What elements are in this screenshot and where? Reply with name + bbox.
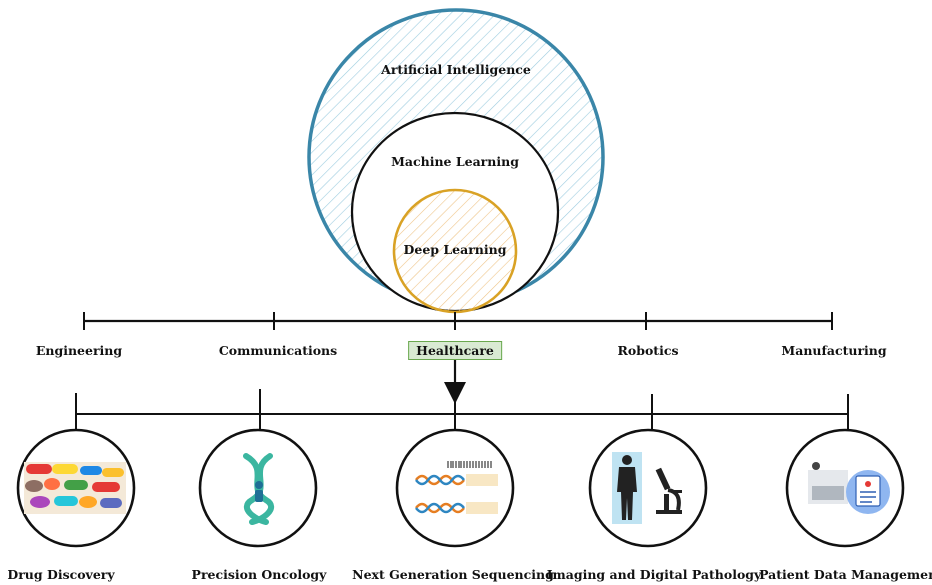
ai-label: Artificial Intelligence — [381, 62, 531, 77]
app-precision-oncology: Precision Oncology — [191, 567, 327, 582]
ml-label: Machine Learning — [391, 154, 519, 169]
applications-connector — [75, 389, 849, 430]
app-imaging-digital-pathology: Imaging and Digital Pathology — [546, 567, 762, 582]
fields-axis — [83, 312, 833, 330]
app-patient-data-management: Patient Data Management — [759, 567, 932, 582]
field-manufacturing: Manufacturing — [781, 343, 887, 358]
venn-diagram — [307, 8, 605, 314]
body-microscope-icon — [612, 452, 682, 524]
field-robotics: Robotics — [617, 343, 679, 358]
pills-icon — [24, 462, 126, 514]
field-engineering: Engineering — [35, 343, 123, 358]
field-healthcare: Healthcare — [408, 341, 502, 360]
dl-label: Deep Learning — [403, 242, 507, 257]
application-circles — [16, 428, 905, 548]
dna-sequence-icon — [415, 461, 498, 514]
dna-person-icon — [243, 453, 275, 525]
field-communications: Communications — [218, 343, 338, 358]
patient-record-icon — [808, 462, 890, 514]
app-drug-discovery: Drug Discovery — [7, 567, 115, 582]
app-next-generation-sequencing: Next Generation Sequencing — [352, 567, 554, 582]
